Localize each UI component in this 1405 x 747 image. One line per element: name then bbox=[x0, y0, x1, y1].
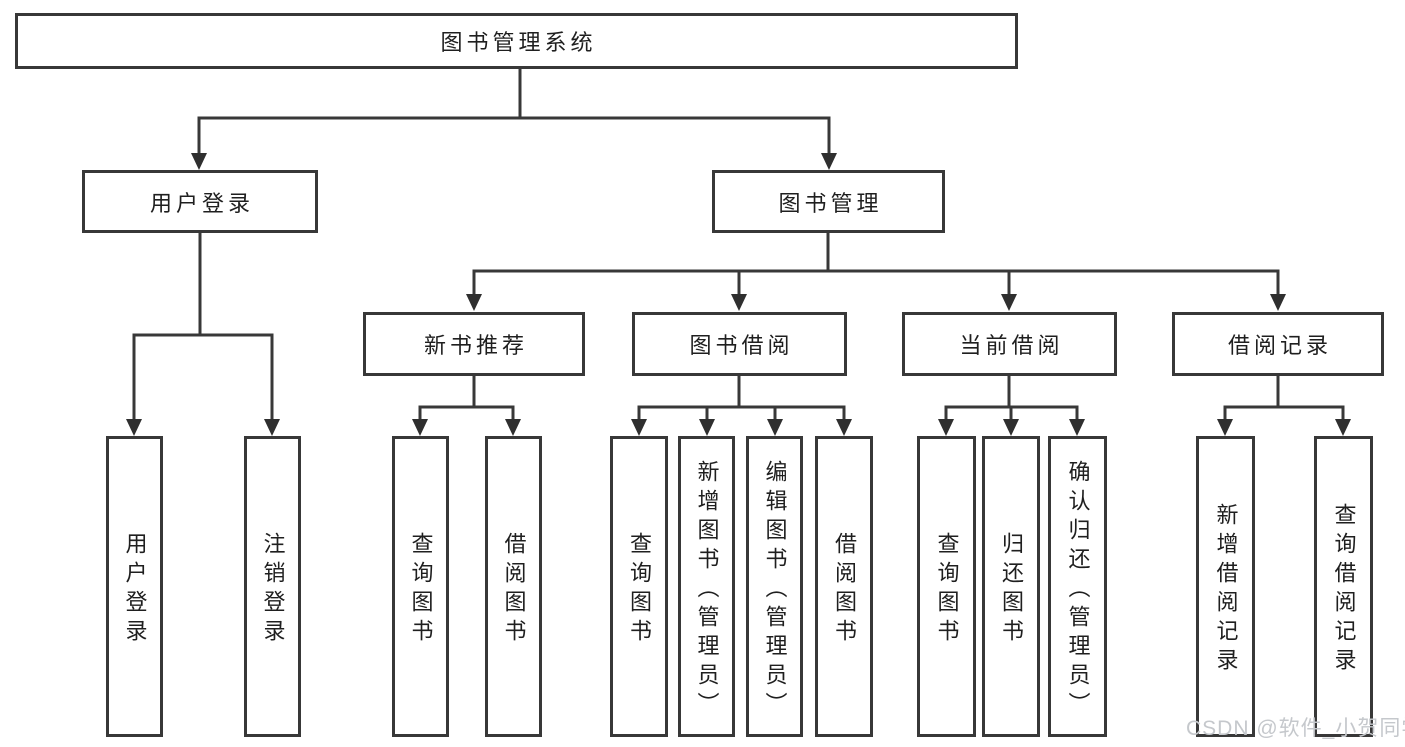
node-label: 编辑图书（管理员） bbox=[762, 459, 788, 721]
leaf-node-confirm-return-admin: 确认归还（管理员） bbox=[1048, 436, 1107, 737]
node-label: 查询图书 bbox=[408, 532, 434, 648]
node-borrowing-records: 借阅记录 bbox=[1172, 312, 1384, 376]
node-label: 新增图书（管理员） bbox=[694, 459, 720, 721]
node-label: 图书管理 bbox=[778, 190, 883, 216]
leaf-node-query-books-borrowing: 查询图书 bbox=[610, 436, 668, 737]
csdn-watermark: CSDN @软件_小贺同学 bbox=[1186, 717, 1405, 740]
leaf-node-query-books-recommend: 查询图书 bbox=[392, 436, 449, 737]
node-label: 确认归还（管理员） bbox=[1065, 459, 1091, 721]
leaf-node-borrow-books-recommend: 借阅图书 bbox=[485, 436, 542, 737]
node-current-borrowing: 当前借阅 bbox=[902, 312, 1117, 376]
leaf-node-edit-book-admin: 编辑图书（管理员） bbox=[746, 436, 803, 737]
node-label: 新书推荐 bbox=[423, 333, 528, 358]
node-new-book-recommend: 新书推荐 bbox=[363, 312, 585, 376]
node-library-management-system: 图书管理系统 bbox=[15, 13, 1018, 69]
node-label: 图书借阅 bbox=[689, 333, 794, 358]
leaf-node-borrow-books-borrowing: 借阅图书 bbox=[815, 436, 873, 737]
node-label: 新增借阅记录 bbox=[1213, 503, 1239, 677]
node-label: 查询图书 bbox=[934, 532, 960, 648]
leaf-node-add-book-admin: 新增图书（管理员） bbox=[678, 436, 735, 737]
node-book-management: 图书管理 bbox=[712, 170, 945, 233]
arrowheads bbox=[126, 153, 1351, 436]
node-label: 查询借阅记录 bbox=[1331, 503, 1357, 677]
node-label: 注销登录 bbox=[260, 532, 286, 648]
leaf-node-query-books-current: 查询图书 bbox=[917, 436, 976, 737]
node-label: 借阅图书 bbox=[501, 532, 527, 648]
node-label: 查询图书 bbox=[627, 532, 652, 648]
node-book-borrowing: 图书借阅 bbox=[632, 312, 847, 376]
node-label: 当前借阅 bbox=[959, 333, 1064, 358]
leaf-node-return-book: 归还图书 bbox=[982, 436, 1040, 737]
node-label: 用户登录 bbox=[122, 532, 148, 648]
node-label: 借阅图书 bbox=[832, 532, 857, 648]
leaf-node-user-login: 用户登录 bbox=[106, 436, 163, 737]
node-label: 图书管理系统 bbox=[440, 30, 597, 55]
node-user-login: 用户登录 bbox=[82, 170, 318, 233]
node-label: 用户登录 bbox=[149, 190, 254, 216]
leaf-node-add-borrow-record: 新增借阅记录 bbox=[1196, 436, 1255, 737]
node-label: 归还图书 bbox=[999, 532, 1024, 648]
leaf-node-query-borrow-record: 查询借阅记录 bbox=[1314, 436, 1373, 737]
leaf-node-logout: 注销登录 bbox=[244, 436, 301, 737]
node-label: 借阅记录 bbox=[1227, 333, 1332, 358]
